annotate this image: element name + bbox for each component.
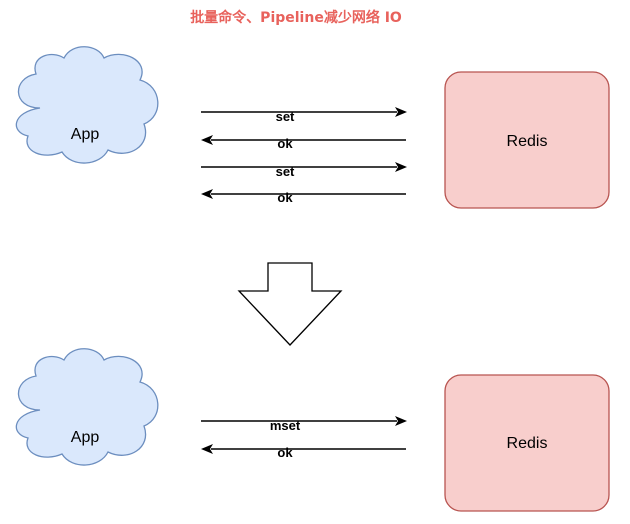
- top-message-2-arrowhead: [201, 135, 213, 145]
- top-app-cloud: App: [15, 46, 159, 164]
- top-message-1: set: [201, 107, 407, 124]
- bottom-redis-box: Redis: [444, 374, 610, 512]
- top-message-4-label: ok: [277, 190, 293, 205]
- top-message-3-label: set: [276, 164, 295, 179]
- top-message-1-arrowhead: [395, 107, 407, 117]
- bottom-message-1-arrowhead: [395, 416, 407, 426]
- top-message-1-label: set: [276, 109, 295, 124]
- top-app-label: App: [71, 126, 100, 143]
- top-message-3: set: [201, 162, 407, 179]
- bottom-message-2-arrowhead: [201, 444, 213, 454]
- top-message-4: ok: [201, 189, 406, 205]
- top-message-3-arrowhead: [395, 162, 407, 172]
- top-redis-label: Redis: [507, 133, 548, 150]
- diagram-title: 批量命令、Pipeline减少网络 IO: [190, 9, 402, 26]
- top-message-2-label: ok: [277, 136, 293, 151]
- bottom-app-label: App: [71, 429, 100, 446]
- transition-down-arrow: [237, 262, 343, 346]
- bottom-app-cloud: App: [15, 348, 159, 466]
- top-redis-box: Redis: [444, 71, 610, 209]
- bottom-message-2: ok: [201, 444, 406, 460]
- bottom-section: App Redis mset ok: [15, 348, 610, 512]
- top-app-cloud-shape: [15, 46, 159, 164]
- bottom-app-cloud-shape: [15, 348, 159, 466]
- top-message-4-arrowhead: [201, 189, 213, 199]
- bottom-redis-label: Redis: [507, 435, 548, 452]
- top-section: App Redis set ok set ok: [15, 46, 610, 209]
- bottom-message-2-label: ok: [277, 445, 293, 460]
- bottom-message-1: mset: [201, 416, 407, 433]
- top-redis-box-shape: [444, 71, 610, 209]
- bottom-message-1-label: mset: [270, 418, 301, 433]
- top-message-2: ok: [201, 135, 406, 151]
- bottom-redis-box-shape: [444, 374, 610, 512]
